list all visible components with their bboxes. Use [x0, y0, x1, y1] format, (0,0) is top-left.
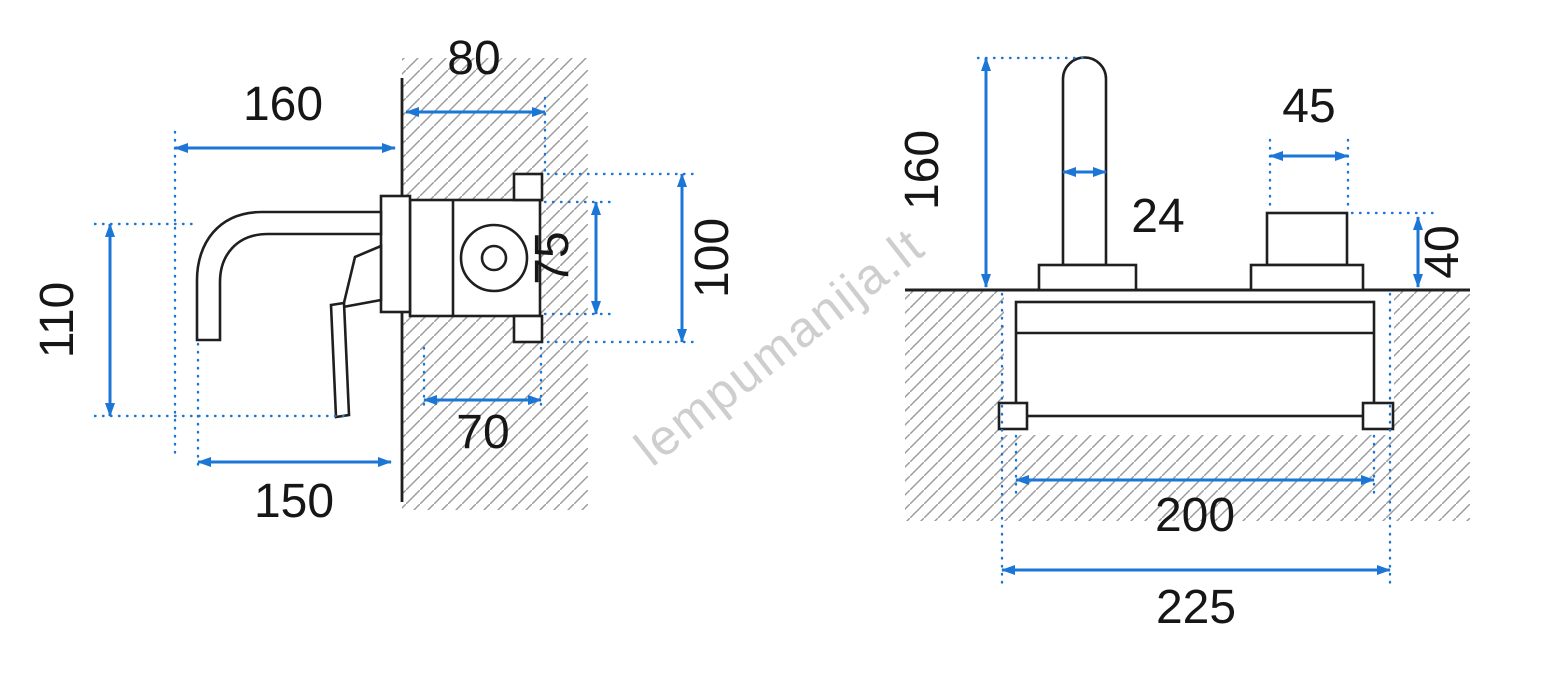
right-view-deck-mounted-mixer: 160 45 24 40 200 225 [896, 56, 1470, 634]
body-box [1014, 300, 1376, 418]
spout-column [1061, 56, 1108, 267]
spout [195, 210, 383, 342]
spout-flange [1037, 263, 1138, 292]
dim-label-80: 80 [447, 32, 500, 85]
dim-label-160r: 160 [896, 130, 949, 210]
handle-lever [329, 301, 351, 419]
dim-label-110: 110 [31, 282, 84, 359]
spout-handle-group [195, 210, 383, 419]
dim-label-45: 45 [1282, 80, 1335, 133]
dim-label-40: 40 [1416, 225, 1469, 278]
foot-left [997, 401, 1029, 431]
dim-label-24: 24 [1131, 190, 1184, 243]
dim-label-160: 160 [243, 78, 323, 131]
dim-label-75: 75 [526, 231, 579, 284]
left-view-wall-mounted-mixer: 160 80 110 75 100 70 150 [31, 32, 739, 528]
mounting-tab-top [512, 172, 544, 202]
valve-body-group [379, 172, 544, 344]
left-dimension-arrows [105, 107, 687, 467]
dim-label-70: 70 [456, 406, 509, 459]
dim-label-225: 225 [1156, 581, 1236, 634]
foot-right [1361, 401, 1395, 431]
deck-spout-handle-group [1037, 56, 1365, 292]
dim-label-150: 150 [254, 475, 334, 528]
handle-flange [1249, 263, 1365, 292]
watermark-text: lempumanija.lt [624, 217, 935, 477]
dim-label-100: 100 [686, 218, 739, 298]
handle-pivot [341, 244, 383, 309]
right-dimension-arrows [981, 57, 1423, 575]
mounting-tab-bottom [512, 314, 544, 344]
handle-knob [1265, 211, 1349, 267]
cartridge-circle-inner [480, 244, 508, 272]
dim-label-200: 200 [1155, 489, 1235, 542]
trim-plate [379, 194, 412, 314]
under-counter-body-group [997, 300, 1395, 431]
